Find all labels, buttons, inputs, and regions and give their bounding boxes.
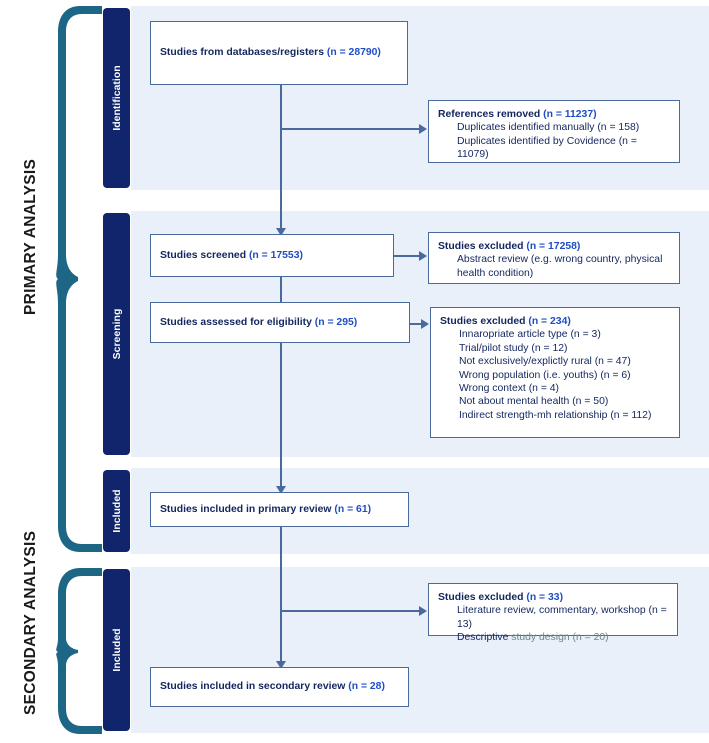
box-excluded-eligibility-item-0: Innaropriate article type (n = 3) <box>459 329 601 341</box>
box-included-secondary-text: Studies included in secondary review <box>160 681 349 693</box>
box-screened-text: Studies screened <box>160 249 249 261</box>
box-excluded-secondary-item-0: Literature review, commentary, workshop … <box>457 605 667 630</box>
box-references-removed: References removed (n = 11237) Duplicate… <box>428 100 680 163</box>
stage-bar-included-primary-label: Included <box>110 489 123 533</box>
brace-primary <box>56 6 102 552</box>
box-studies-excluded-secondary: Studies excluded (n = 33) Literature rev… <box>428 583 678 643</box>
connector-to-references-removed <box>281 128 421 130</box>
box-excluded-eligibility-item-3: Wrong population (i.e. youths) (n = 6) <box>459 369 631 381</box>
stage-bar-identification-label: Identification <box>110 65 123 131</box>
box-studies-from-databases: Studies from databases/registers (n = 28… <box>150 21 408 85</box>
box-excluded-secondary-item-1: Descriptive study design (n = 20) <box>438 631 668 644</box>
box-excluded-eligibility-title: Studies excluded <box>440 316 529 327</box>
stage-bar-included-secondary-label: Included <box>110 628 123 672</box>
box-excluded-screening-count: (n = 17258) <box>526 241 581 252</box>
connector-to-excluded-screening <box>394 255 422 257</box>
box-studies-excluded-screening: Studies excluded (n = 17258) Abstract re… <box>428 232 680 284</box>
box-excluded-secondary-title: Studies excluded <box>438 592 527 603</box>
arrow-to-references-removed <box>419 124 427 134</box>
arrow-to-excluded-eligibility <box>421 319 429 329</box>
box-excluded-eligibility-item-6: Indirect strength-mh relationship (n = 1… <box>459 409 652 421</box>
analysis-label-primary: PRIMARY ANALYSIS <box>22 158 39 315</box>
connector-databases-down <box>280 85 282 232</box>
box-studies-assessed-eligibility: Studies assessed for eligibility (n = 29… <box>150 302 410 343</box>
box-databases-count: (n = 28790) <box>326 47 381 59</box>
brace-secondary <box>56 568 102 734</box>
box-included-secondary-count: (n = 28) <box>348 681 385 693</box>
box-studies-screened: Studies screened (n = 17553) <box>150 234 394 277</box>
connector-to-excluded-secondary <box>281 610 421 612</box>
arrow-to-excluded-screening <box>419 251 427 261</box>
connector-eligibility-down <box>280 343 282 490</box>
box-excluded-eligibility-item-4: Wrong context (n = 4) <box>459 383 560 395</box>
box-excluded-secondary-count: (n = 33) <box>526 592 564 603</box>
stage-bar-screening: Screening <box>103 213 130 455</box>
arrow-to-included-primary <box>276 486 286 494</box>
analysis-label-secondary: SECONDARY ANALYSIS <box>22 530 39 715</box>
box-references-removed-item-0: Duplicates identified manually (n = 158) <box>457 122 640 134</box>
box-included-secondary-review: Studies included in secondary review (n … <box>150 667 409 707</box>
stage-bar-included-primary: Included <box>103 470 130 552</box>
box-excluded-eligibility-item-1: Trial/pilot study (n = 12) <box>459 342 568 354</box>
arrow-to-screened <box>276 228 286 236</box>
box-eligibility-text: Studies assessed for eligibility <box>160 316 315 328</box>
arrow-to-included-secondary <box>276 661 286 669</box>
box-studies-excluded-eligibility: Studies excluded (n = 234) Innaropriate … <box>430 307 680 438</box>
box-excluded-eligibility-count: (n = 234) <box>528 316 571 327</box>
connector-to-excluded-eligibility <box>410 323 424 325</box>
box-databases-text: Studies from databases/registers <box>160 47 327 59</box>
box-references-removed-title: References removed <box>438 109 544 120</box>
connector-screened-down <box>280 277 282 306</box>
box-references-removed-count: (n = 11237) <box>543 109 597 120</box>
stage-bar-included-secondary: Included <box>103 569 130 731</box>
box-excluded-eligibility-item-5: Not about mental health (n = 50) <box>459 396 609 408</box>
box-eligibility-count: (n = 295) <box>314 316 358 328</box>
box-excluded-eligibility-item-2: Not exclusively/explictly rural (n = 47) <box>459 356 631 368</box>
box-excluded-screening-item-0: Abstract review (e.g. wrong country, phy… <box>457 254 663 279</box>
connector-primary-to-secondary <box>280 527 282 665</box>
box-excluded-screening-title: Studies excluded <box>438 241 527 252</box>
box-excluded-secondary-item-1-muted: study design (n = 20) <box>511 632 609 644</box>
box-screened-count: (n = 17553) <box>248 249 303 261</box>
arrow-to-excluded-secondary <box>419 606 427 616</box>
box-excluded-secondary-item-1-bold: Descriptive <box>457 632 512 644</box>
box-references-removed-item-1: Duplicates identified by Covidence (n = … <box>457 135 637 161</box>
box-included-primary-review: Studies included in primary review (n = … <box>150 492 409 527</box>
box-included-primary-text: Studies included in primary review <box>160 503 335 515</box>
box-included-primary-count: (n = 61) <box>334 503 372 515</box>
stage-bar-screening-label: Screening <box>110 308 123 360</box>
stage-bar-identification: Identification <box>103 8 130 188</box>
